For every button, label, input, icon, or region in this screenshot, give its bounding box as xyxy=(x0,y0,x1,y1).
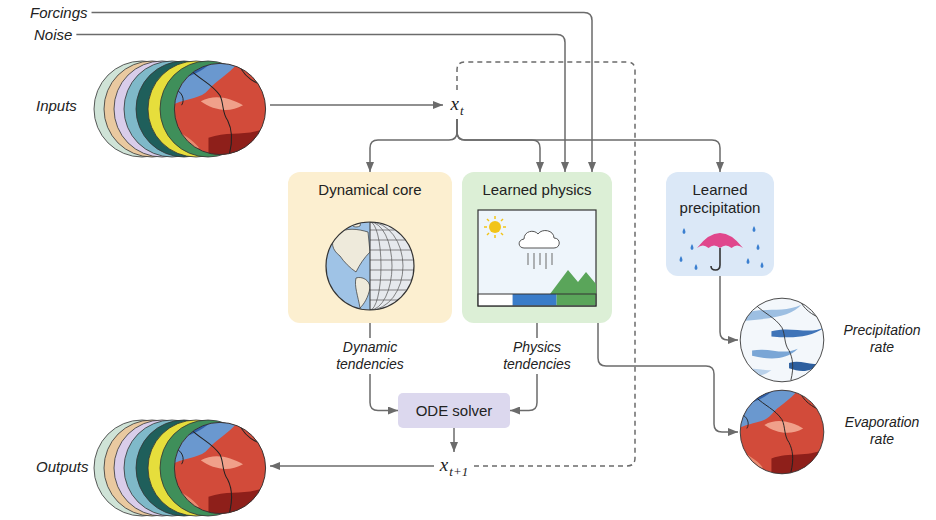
process-box: Learned precipitation xyxy=(666,172,774,276)
connector-arrow xyxy=(457,119,540,172)
rain-lines xyxy=(528,253,552,269)
globe-label: Inputs xyxy=(36,97,92,114)
ground-bands xyxy=(478,294,596,306)
input-globe-stack xyxy=(92,55,270,163)
globe-label: Evaporation rate xyxy=(836,414,928,448)
connector-arrow xyxy=(270,465,434,467)
box-title: Learned physics xyxy=(468,181,606,199)
variable-symbol: x xyxy=(450,93,458,114)
connector-arrow xyxy=(453,428,455,452)
variable-subscript: t xyxy=(460,103,464,118)
edge-label: Physics tendencies xyxy=(491,338,583,374)
variable-symbol: x xyxy=(440,454,448,475)
edge-label-holder: Physics tendencies xyxy=(491,338,583,374)
umbrella-handle xyxy=(711,248,720,270)
connector-arrow xyxy=(720,276,738,340)
front-globe xyxy=(172,61,268,157)
state-variable: xt xyxy=(443,91,471,119)
box-title: ODE solver xyxy=(404,393,504,428)
precipitation-globe xyxy=(738,296,826,384)
state-variable: xt+1 xyxy=(434,452,474,480)
rain-drops xyxy=(680,226,764,270)
input-label: Noise xyxy=(34,26,72,43)
globe-body xyxy=(324,220,416,312)
edge-label-holder: Dynamic tendencies xyxy=(324,338,416,374)
input-label: Forcings xyxy=(30,4,88,21)
globe-label: Precipitation rate xyxy=(836,322,928,356)
connector-arrow xyxy=(76,35,565,173)
globe xyxy=(738,388,826,476)
globe xyxy=(738,296,826,384)
globe-label: Outputs xyxy=(36,458,92,475)
solver-box: ODE solver xyxy=(398,393,510,428)
sun xyxy=(484,216,506,238)
connector-arrow xyxy=(92,13,592,173)
connector-arrow xyxy=(270,104,443,106)
globe-stack: Outputs xyxy=(34,416,270,520)
output-globe-stack xyxy=(92,416,270,520)
output-globe: Precipitation rate xyxy=(738,296,934,384)
box-title: Dynamical core xyxy=(294,181,446,199)
process-box: Dynamical core xyxy=(288,172,452,323)
edge-label: Dynamic tendencies xyxy=(324,338,416,374)
scene-frame xyxy=(478,210,596,306)
umbrella-canopy xyxy=(697,233,743,248)
globe-stack: Inputs xyxy=(34,55,270,163)
output-globe: Evaporation rate xyxy=(738,388,934,476)
variable-subscript: t+1 xyxy=(449,464,468,479)
connector-arrow xyxy=(370,119,457,172)
box-title: Learned precipitation xyxy=(672,181,768,217)
input-label: Noise xyxy=(34,26,72,43)
globe-outline xyxy=(326,222,414,310)
connector-arrow xyxy=(457,119,720,172)
connector-arrow xyxy=(598,323,738,432)
process-box: Learned physics xyxy=(462,172,612,323)
cloud xyxy=(519,231,559,248)
mountains xyxy=(550,270,596,294)
front-globe xyxy=(172,420,268,516)
evaporation-globe xyxy=(738,388,826,476)
input-label: Forcings xyxy=(30,4,88,21)
